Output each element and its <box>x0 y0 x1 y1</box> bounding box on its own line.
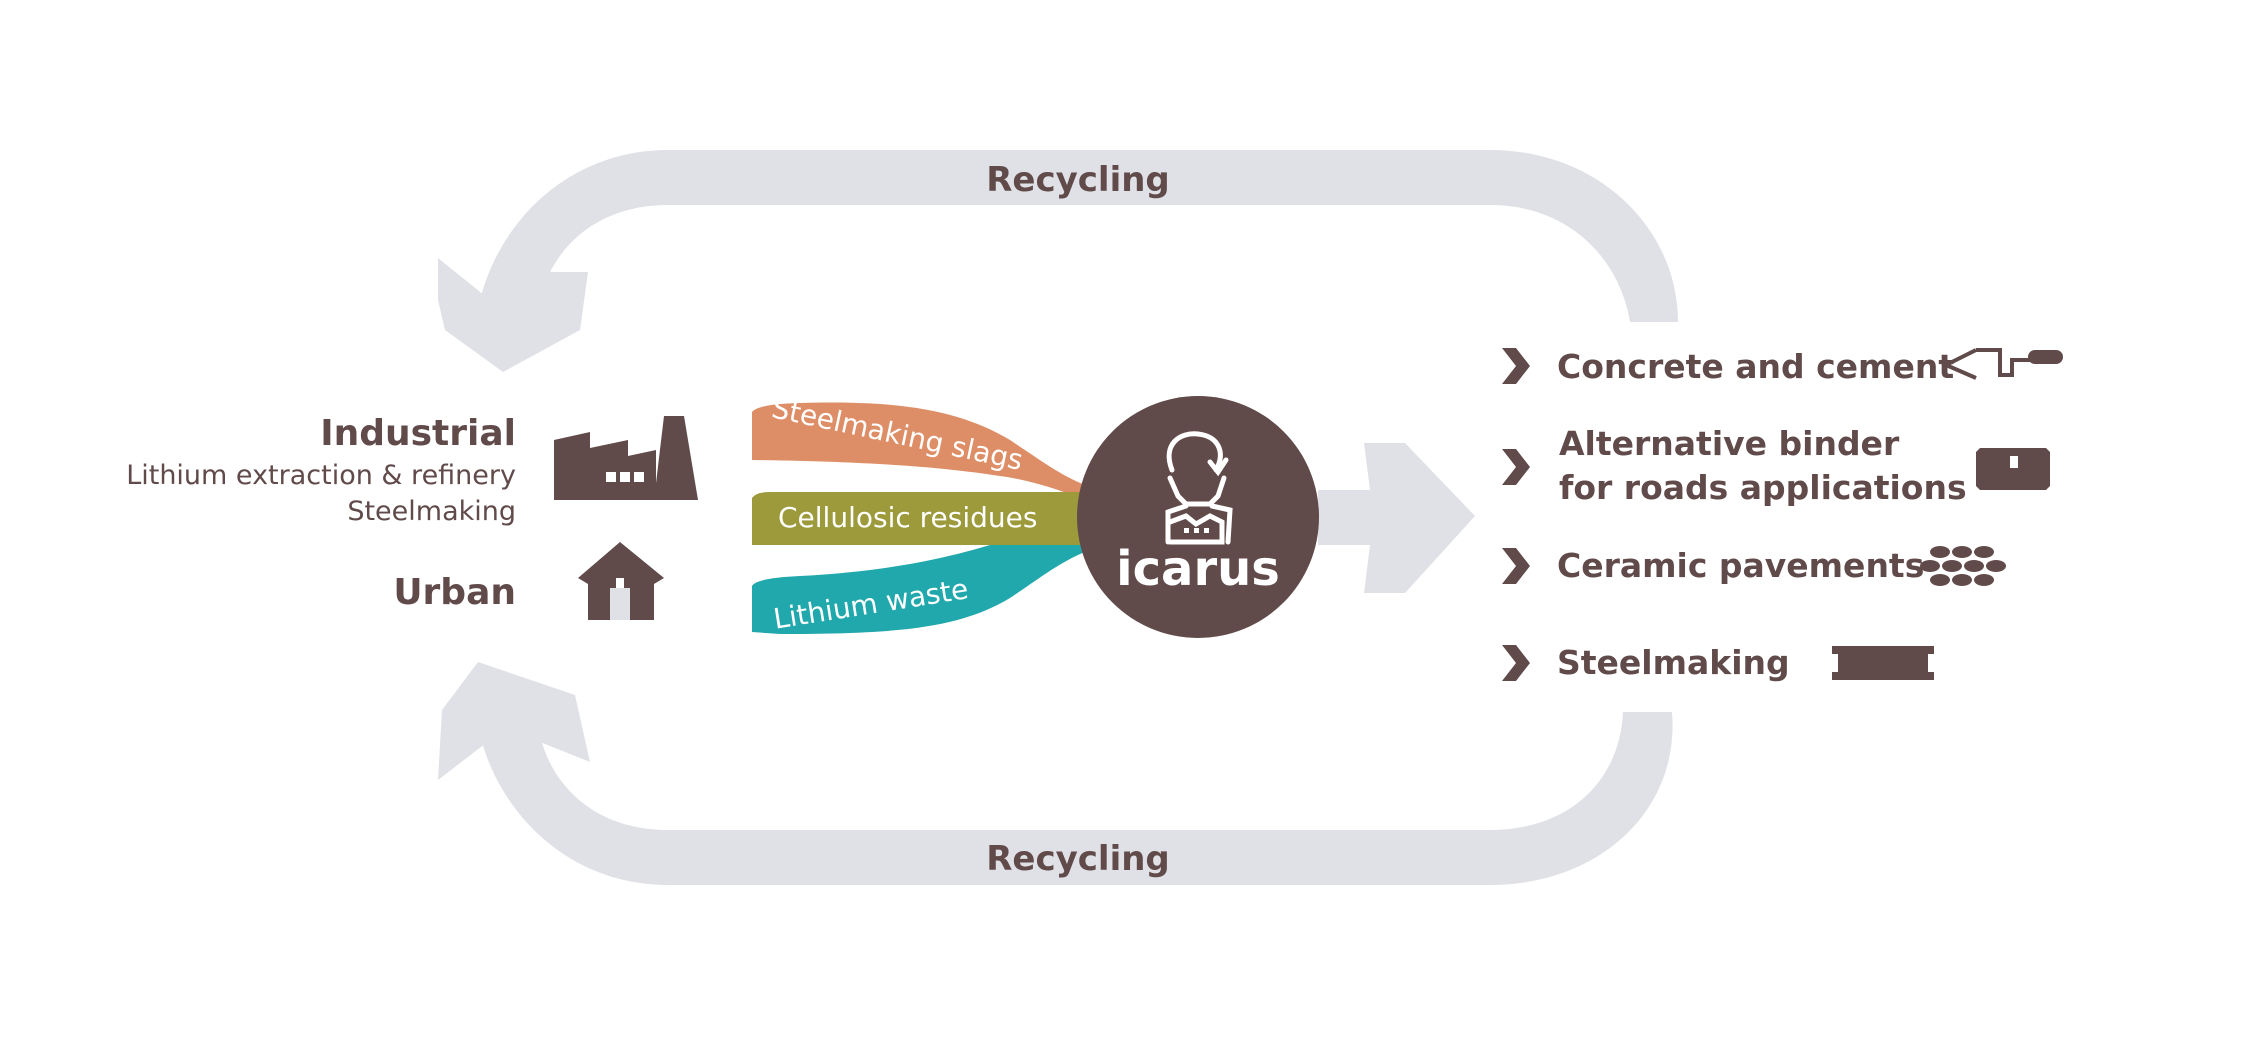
house-icon <box>578 542 664 620</box>
stream-steelmaking-slags: Steelmaking slags <box>752 391 1085 500</box>
chevron-icon <box>1502 449 1530 485</box>
recycling-arc-top <box>480 150 1678 322</box>
chevron-icon <box>1502 348 1530 384</box>
chevron-icon <box>1502 645 1530 681</box>
recycling-label-top: Recycling <box>986 160 1170 200</box>
product-binder: Alternative binder for roads application… <box>1502 424 2050 507</box>
stream-ribbon-cellulosic <box>752 492 1085 545</box>
product-label-concrete: Concrete and cement <box>1557 347 1954 386</box>
product-ceramic: Ceramic pavements <box>1502 546 2006 586</box>
stream-ribbon-lithium <box>752 545 1085 634</box>
output-arrow <box>1318 443 1475 593</box>
icarus-hub: icarus <box>1077 396 1319 638</box>
industrial-title: Industrial <box>320 413 516 454</box>
recycling-loop-bottom: Recycling <box>438 662 1673 885</box>
product-label-ceramic: Ceramic pavements <box>1557 546 1924 585</box>
stream-ribbon-slags <box>752 402 1085 500</box>
recycling-label-bottom: Recycling <box>986 839 1170 879</box>
pavement-tiles-icon <box>1920 546 2006 586</box>
factory-icon <box>554 416 698 500</box>
hub-label: icarus <box>1116 541 1280 597</box>
binder-block-icon <box>1976 448 2050 490</box>
product-steelmaking: Steelmaking <box>1502 643 1934 682</box>
product-label-binder-line2: for roads applications <box>1559 468 1967 507</box>
worker-recycling-icon <box>1165 431 1233 545</box>
recycling-loop-top: Recycling <box>438 150 1678 372</box>
chevron-icon <box>1502 548 1530 584</box>
source-urban: Urban <box>393 542 664 620</box>
hub-circle <box>1077 396 1319 638</box>
trowel-icon <box>1941 348 2063 380</box>
recycling-arc-bottom <box>480 712 1673 885</box>
recycling-arrowhead-top <box>438 258 588 372</box>
stream-cellulosic-residues: Cellulosic residues <box>752 492 1085 545</box>
steel-beam-icon <box>1832 646 1934 680</box>
urban-title: Urban <box>393 572 516 613</box>
source-industrial: Industrial Lithium extraction & refinery… <box>126 413 698 527</box>
recycling-arrowhead-bottom <box>438 662 590 780</box>
industrial-sub-steelmaking: Steelmaking <box>347 496 516 527</box>
product-concrete: Concrete and cement <box>1502 347 2063 386</box>
product-label-steelmaking: Steelmaking <box>1557 643 1790 682</box>
stream-lithium-waste: Lithium waste <box>752 545 1085 636</box>
product-label-binder-line1: Alternative binder <box>1559 424 1900 463</box>
industrial-sub-lithium: Lithium extraction & refinery <box>126 460 516 491</box>
stream-label-cellulosic: Cellulosic residues <box>778 501 1037 534</box>
